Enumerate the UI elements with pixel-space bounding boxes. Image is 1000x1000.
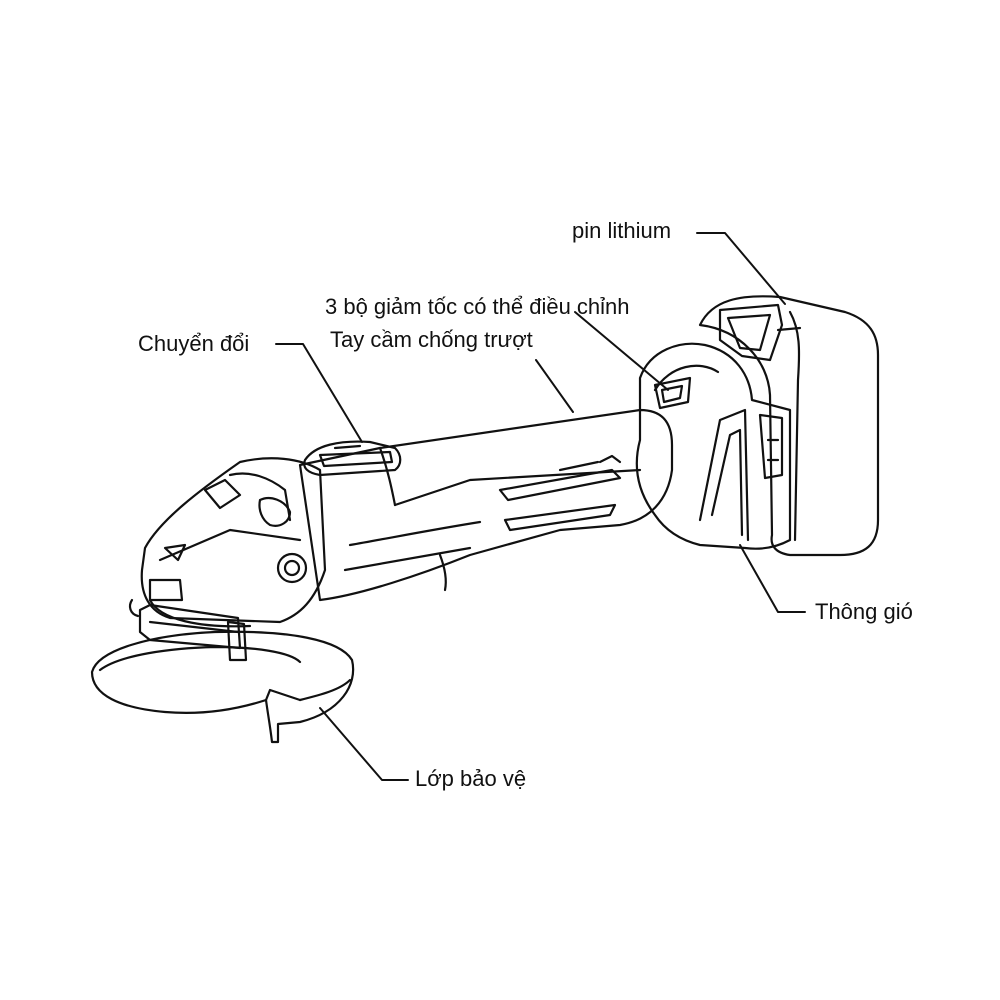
label-anti-slip-grip: Tay cầm chống trượt [330, 329, 533, 351]
motor-body [300, 410, 672, 600]
label-lithium-battery: pin lithium [572, 220, 671, 242]
label-switch: Chuyển đổi [138, 333, 249, 355]
leader-guard [320, 708, 408, 780]
label-speed-adjust: 3 bộ giảm tốc có thể điều chỉnh [325, 296, 630, 318]
rear-housing [637, 344, 790, 549]
spindle-flange [130, 600, 246, 660]
leader-grip [536, 360, 573, 412]
wheel-guard [92, 632, 353, 742]
leader-speed [575, 312, 668, 390]
leader-pin [697, 233, 785, 304]
label-guard: Lớp bảo vệ [415, 768, 526, 790]
leader-switch [276, 344, 362, 442]
label-ventilation: Thông gió [815, 601, 913, 623]
gear-head [142, 458, 325, 626]
